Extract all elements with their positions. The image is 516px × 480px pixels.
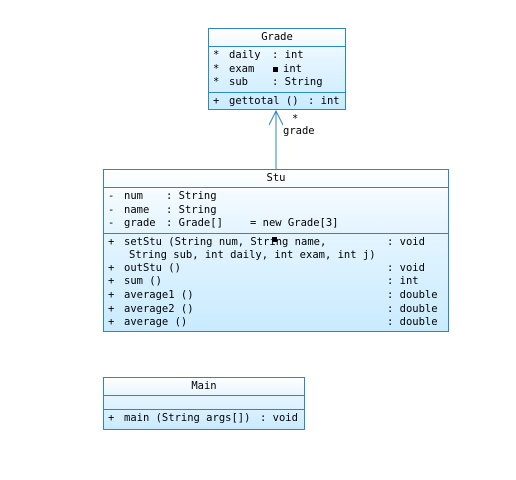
association-connector <box>268 109 284 170</box>
operation-row: + sum () : int <box>108 275 419 288</box>
class-main-attributes <box>104 396 304 410</box>
association-multiplicity: * <box>292 113 299 125</box>
class-stu-operations: + setStu (String num, String name, Strin… <box>104 234 448 332</box>
attribute-row: * daily : int <box>213 49 304 61</box>
operation-row: + average2 () : double <box>108 302 438 315</box>
class-main[interactable]: Main + main (String args[]) : void <box>103 377 305 430</box>
attribute-row: * sub : String <box>213 76 323 89</box>
class-main-name: Main <box>104 378 304 396</box>
attribute-row: - name : String <box>108 203 217 216</box>
operation-row: + main (String args[]) : void <box>108 412 298 424</box>
class-grade-operations: + gettotal () : int <box>209 93 345 111</box>
selection-handle[interactable] <box>272 236 277 242</box>
selection-handle[interactable] <box>273 66 278 72</box>
operation-row: + gettotal () : int <box>213 94 340 107</box>
class-grade[interactable]: Grade * daily : int * exam int * sub : S… <box>208 28 346 110</box>
operation-row: + average () : double <box>108 316 438 329</box>
operation-row: + average1 () : double <box>108 288 438 301</box>
attribute-row: - num : String <box>108 190 217 202</box>
class-stu[interactable]: Stu - num : String - name : String - gra… <box>103 169 449 332</box>
operation-row: + outStu () : void <box>108 261 425 274</box>
class-stu-name: Stu <box>104 170 448 188</box>
class-grade-name: Grade <box>209 29 345 47</box>
attribute-row: - grade : Grade[] = new Grade[3] <box>108 217 339 230</box>
attribute-row: * exam int <box>213 62 302 75</box>
operation-row: + setStu (String num, String name, Strin… <box>108 235 425 261</box>
class-stu-attributes: - num : String - name : String - grade :… <box>104 188 448 234</box>
class-grade-attributes: * daily : int * exam int * sub : String <box>209 47 345 93</box>
association-role: grade <box>283 125 315 137</box>
class-main-operations: + main (String args[]) : void <box>104 410 304 428</box>
association-arrowhead <box>268 109 284 126</box>
